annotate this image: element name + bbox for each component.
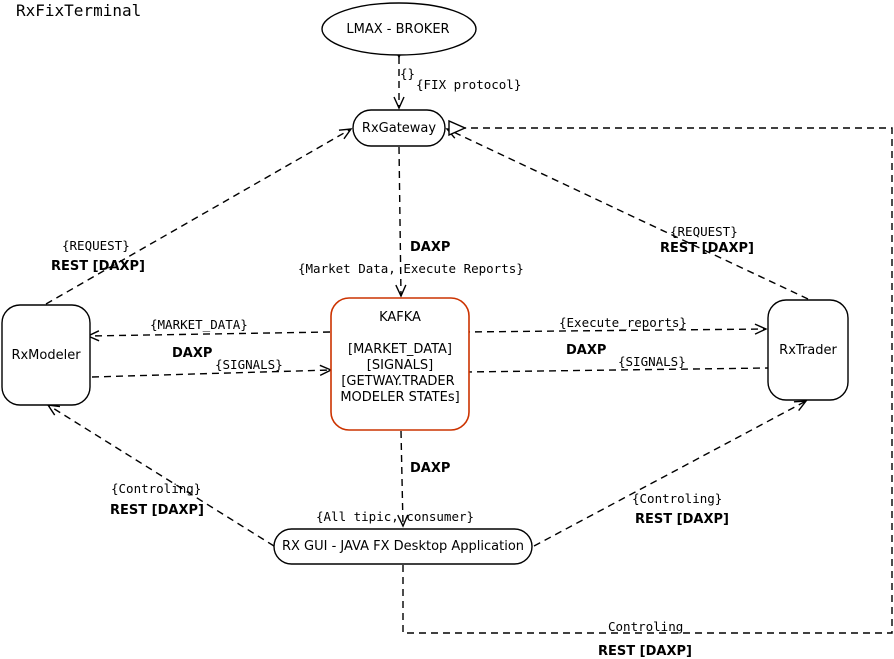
label-gui-trader-proto: REST [DAXP] — [635, 512, 729, 527]
gui-label: RX GUI - JAVA FX Desktop Application — [282, 539, 524, 554]
label-trader-gateway-req: {REQUEST} — [670, 224, 738, 239]
edge-modeler-gateway — [45, 128, 353, 305]
edge-trader-kafka — [453, 366, 769, 378]
gateway-node — [352, 109, 446, 147]
label-kafka-gui: {All tipic, consumer} — [316, 509, 474, 524]
kafka-title: KAFKA — [379, 310, 421, 325]
label-trader-gateway-proto: REST [DAXP] — [660, 241, 754, 256]
label-broker-gateway: {FIX protocol} — [416, 77, 521, 92]
gateway-label: RxGateway — [362, 121, 436, 136]
kafka-topic-states-1: [GETWAY.TRADER — [341, 374, 454, 389]
edge-kafka-gui — [397, 430, 409, 528]
label-gateway-kafka-proto: DAXP — [410, 240, 450, 255]
label-gui-trader-ctrl: {Controling} — [632, 491, 722, 506]
label-modeler-kafka-proto: DAXP — [172, 346, 212, 361]
label-gateway-kafka: {Market Data, Execute Reports} — [298, 261, 524, 276]
label-broker-gateway-mark: {} — [400, 66, 415, 81]
label-modeler-gateway-req: {REQUEST} — [62, 238, 130, 253]
kafka-node — [330, 297, 470, 431]
label-gui-modeler-ctrl: {Controling} — [111, 481, 201, 496]
kafka-topic-market-data: [MARKET_DATA] — [348, 342, 452, 357]
label-kafka-modeler-data: {MARKET_DATA} — [150, 317, 248, 332]
broker-label: LMAX - BROKER — [346, 22, 449, 37]
trader-node — [767, 299, 849, 401]
edge-kafka-modeler — [86, 330, 331, 342]
label-gui-modeler-proto: REST [DAXP] — [110, 503, 204, 518]
label-kafka-trader-proto: DAXP — [566, 343, 606, 358]
edge-trader-gateway — [445, 128, 809, 300]
broker-node — [321, 2, 477, 56]
kafka-topic-signals: [SIGNALS] — [367, 358, 433, 373]
edge-kafka-trader — [462, 323, 768, 335]
kafka-topic-states-2: MODELER STATEs] — [340, 390, 459, 405]
edge-gui-trader — [533, 400, 808, 547]
diagram-title: RxFixTerminal — [16, 1, 141, 20]
label-trader-kafka-signals: {SIGNALS} — [618, 354, 686, 369]
edge-gui-modeler — [46, 404, 275, 547]
label-modeler-kafka-signals: {SIGNALS} — [215, 357, 283, 372]
label-modeler-gateway-proto: REST [DAXP] — [51, 259, 145, 274]
modeler-node — [1, 304, 91, 406]
label-gui-gateway-ctrl: Controling — [608, 619, 683, 634]
label-kafka-trader-reports: {Execute_reports} — [559, 315, 687, 330]
modeler-label: RxModeler — [11, 348, 81, 363]
gui-node — [273, 528, 533, 565]
trader-label: RxTrader — [779, 343, 837, 358]
label-kafka-gui-proto: DAXP — [410, 461, 450, 476]
label-gui-gateway-proto: REST [DAXP] — [598, 644, 692, 659]
edge-modeler-kafka — [91, 364, 333, 378]
edge-gui-gateway — [402, 119, 893, 634]
edge-gateway-kafka — [395, 146, 407, 298]
